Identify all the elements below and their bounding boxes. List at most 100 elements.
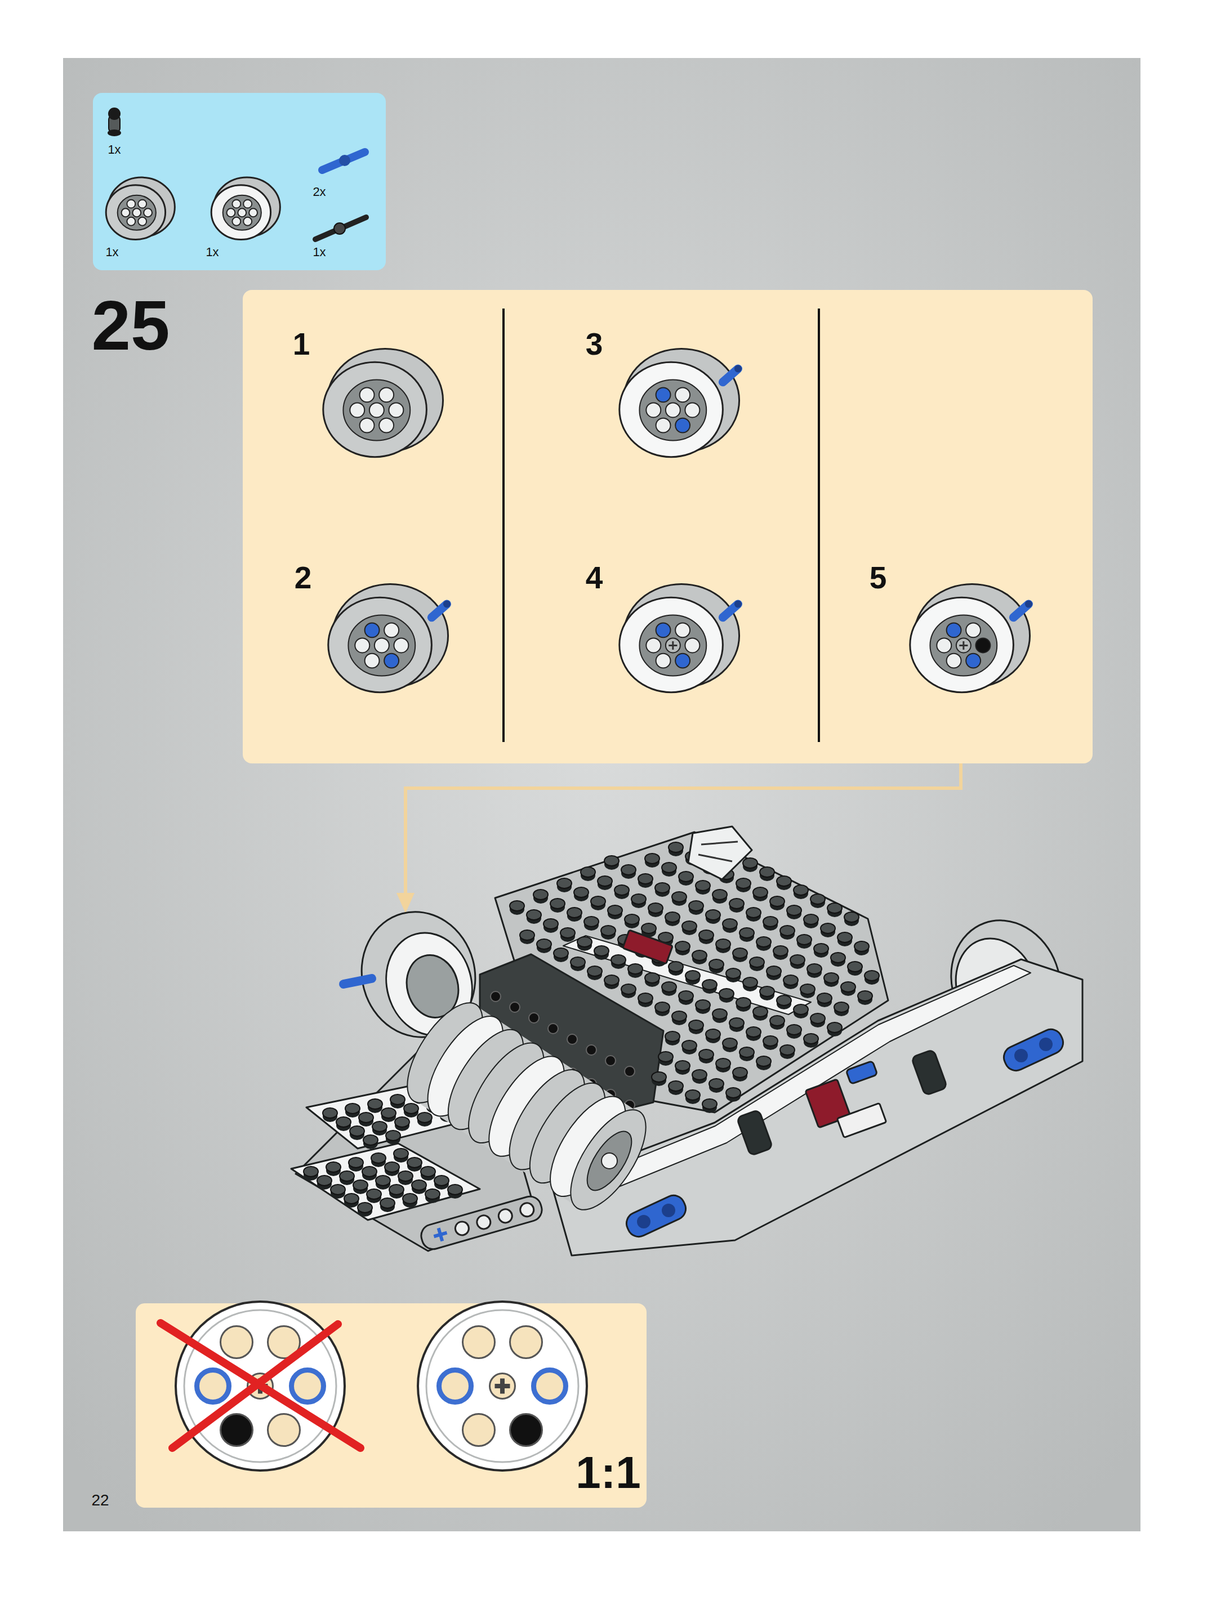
- stud-top: [577, 937, 592, 948]
- stud-top: [557, 878, 572, 889]
- stud-top: [322, 1108, 338, 1119]
- stud-top: [675, 941, 690, 952]
- wheel-hole: [965, 653, 981, 669]
- stud-top: [509, 901, 525, 912]
- white-slope: [688, 826, 752, 880]
- stud-top: [389, 1184, 404, 1196]
- stud-top: [648, 903, 663, 914]
- stud-top: [349, 1126, 365, 1137]
- text-holder: 1x: [107, 143, 121, 157]
- stud-top: [641, 923, 657, 934]
- ball-joint-ball: [108, 107, 121, 120]
- wheel-rim: [417, 1302, 587, 1472]
- stud-top: [584, 916, 599, 928]
- stud-top: [739, 1047, 755, 1058]
- stud-top: [810, 894, 826, 905]
- part-count: 2x: [312, 185, 326, 199]
- stud-top: [330, 1184, 346, 1196]
- stud-top: [729, 1018, 744, 1029]
- stud-top: [665, 912, 680, 923]
- stud-top: [685, 970, 701, 982]
- wheel-hole: [975, 638, 991, 654]
- wheel-center: [956, 638, 971, 654]
- roller-segment: [556, 1098, 661, 1222]
- stud-top: [695, 1000, 711, 1011]
- stud-top: [780, 925, 795, 937]
- pin-end: [443, 600, 451, 609]
- wheel-hole: [291, 1370, 324, 1403]
- wheel-hole: [232, 217, 241, 226]
- stud-top: [786, 905, 802, 916]
- connector-hole: [1014, 1049, 1028, 1063]
- stud-top: [837, 932, 853, 943]
- wheel-hole: [137, 199, 147, 209]
- technic-hole: [567, 1034, 578, 1045]
- stud-top: [654, 1002, 670, 1013]
- wheel-hub: [639, 379, 707, 441]
- wheel-hole: [243, 199, 252, 209]
- roller-axle: [601, 1153, 618, 1170]
- white-tile: [836, 1103, 886, 1138]
- stud-top: [857, 991, 873, 1002]
- wheel-hole: [684, 403, 700, 418]
- divider: [502, 308, 505, 743]
- stud-top: [668, 961, 684, 973]
- pin-end: [734, 600, 742, 609]
- stud-top: [604, 856, 619, 867]
- black-clip: [736, 1110, 773, 1157]
- technic-hole: [547, 1023, 559, 1035]
- stud-top: [692, 950, 707, 961]
- stud-top: [682, 921, 697, 932]
- stud-top: [780, 1045, 795, 1056]
- blue-connector: [622, 1192, 690, 1241]
- stud-top: [773, 946, 788, 957]
- stud-top: [746, 1027, 761, 1038]
- wheel-hole: [462, 1414, 496, 1447]
- part-count: 1x: [312, 246, 326, 259]
- stud-top: [624, 914, 640, 925]
- stud-top: [384, 1162, 400, 1173]
- wheel-center: [665, 638, 681, 654]
- stud-top: [533, 889, 548, 900]
- label-holder: 25: [91, 290, 170, 361]
- stud-top: [793, 1004, 809, 1015]
- wheel-hub: [117, 195, 157, 231]
- wheel-hole: [656, 622, 671, 638]
- beam-hole: [518, 1201, 536, 1219]
- stud-top: [705, 910, 721, 921]
- stud-top: [695, 880, 711, 891]
- white-strip: [563, 965, 1031, 1206]
- stud-top: [317, 1175, 332, 1187]
- wheel-hole: [349, 403, 365, 418]
- stud-top: [553, 948, 569, 959]
- technic-hole: [528, 1013, 539, 1024]
- stud-top: [600, 925, 616, 937]
- red-brick: [622, 930, 674, 965]
- beam-hole: [453, 1220, 471, 1238]
- stud-top: [614, 885, 630, 896]
- wheel-hole: [462, 1326, 496, 1359]
- stud-top: [803, 1034, 819, 1045]
- stud-top: [682, 1040, 697, 1051]
- wheel-hole: [226, 208, 235, 217]
- stud-top: [417, 1112, 432, 1124]
- stud-top: [749, 957, 765, 968]
- stud-top: [651, 1072, 667, 1083]
- stud-top: [357, 1202, 373, 1214]
- stud-top: [810, 1013, 826, 1024]
- stud-top: [688, 901, 704, 912]
- wheel-front-view: [417, 1302, 587, 1472]
- wheel-face: [328, 597, 432, 693]
- wheel-face: [323, 362, 427, 457]
- wheel-hole: [675, 418, 690, 434]
- stud-top: [607, 905, 623, 916]
- leader-arrowhead: [396, 893, 415, 914]
- white-plate: [291, 1143, 480, 1221]
- stud-top: [560, 928, 576, 939]
- wheel-hole: [220, 1326, 253, 1359]
- stud-top: [800, 984, 815, 995]
- stud-top: [705, 1029, 721, 1040]
- pin-end: [1025, 600, 1033, 609]
- sub-step-number: 3: [585, 328, 604, 360]
- roller-hub: [578, 1125, 641, 1198]
